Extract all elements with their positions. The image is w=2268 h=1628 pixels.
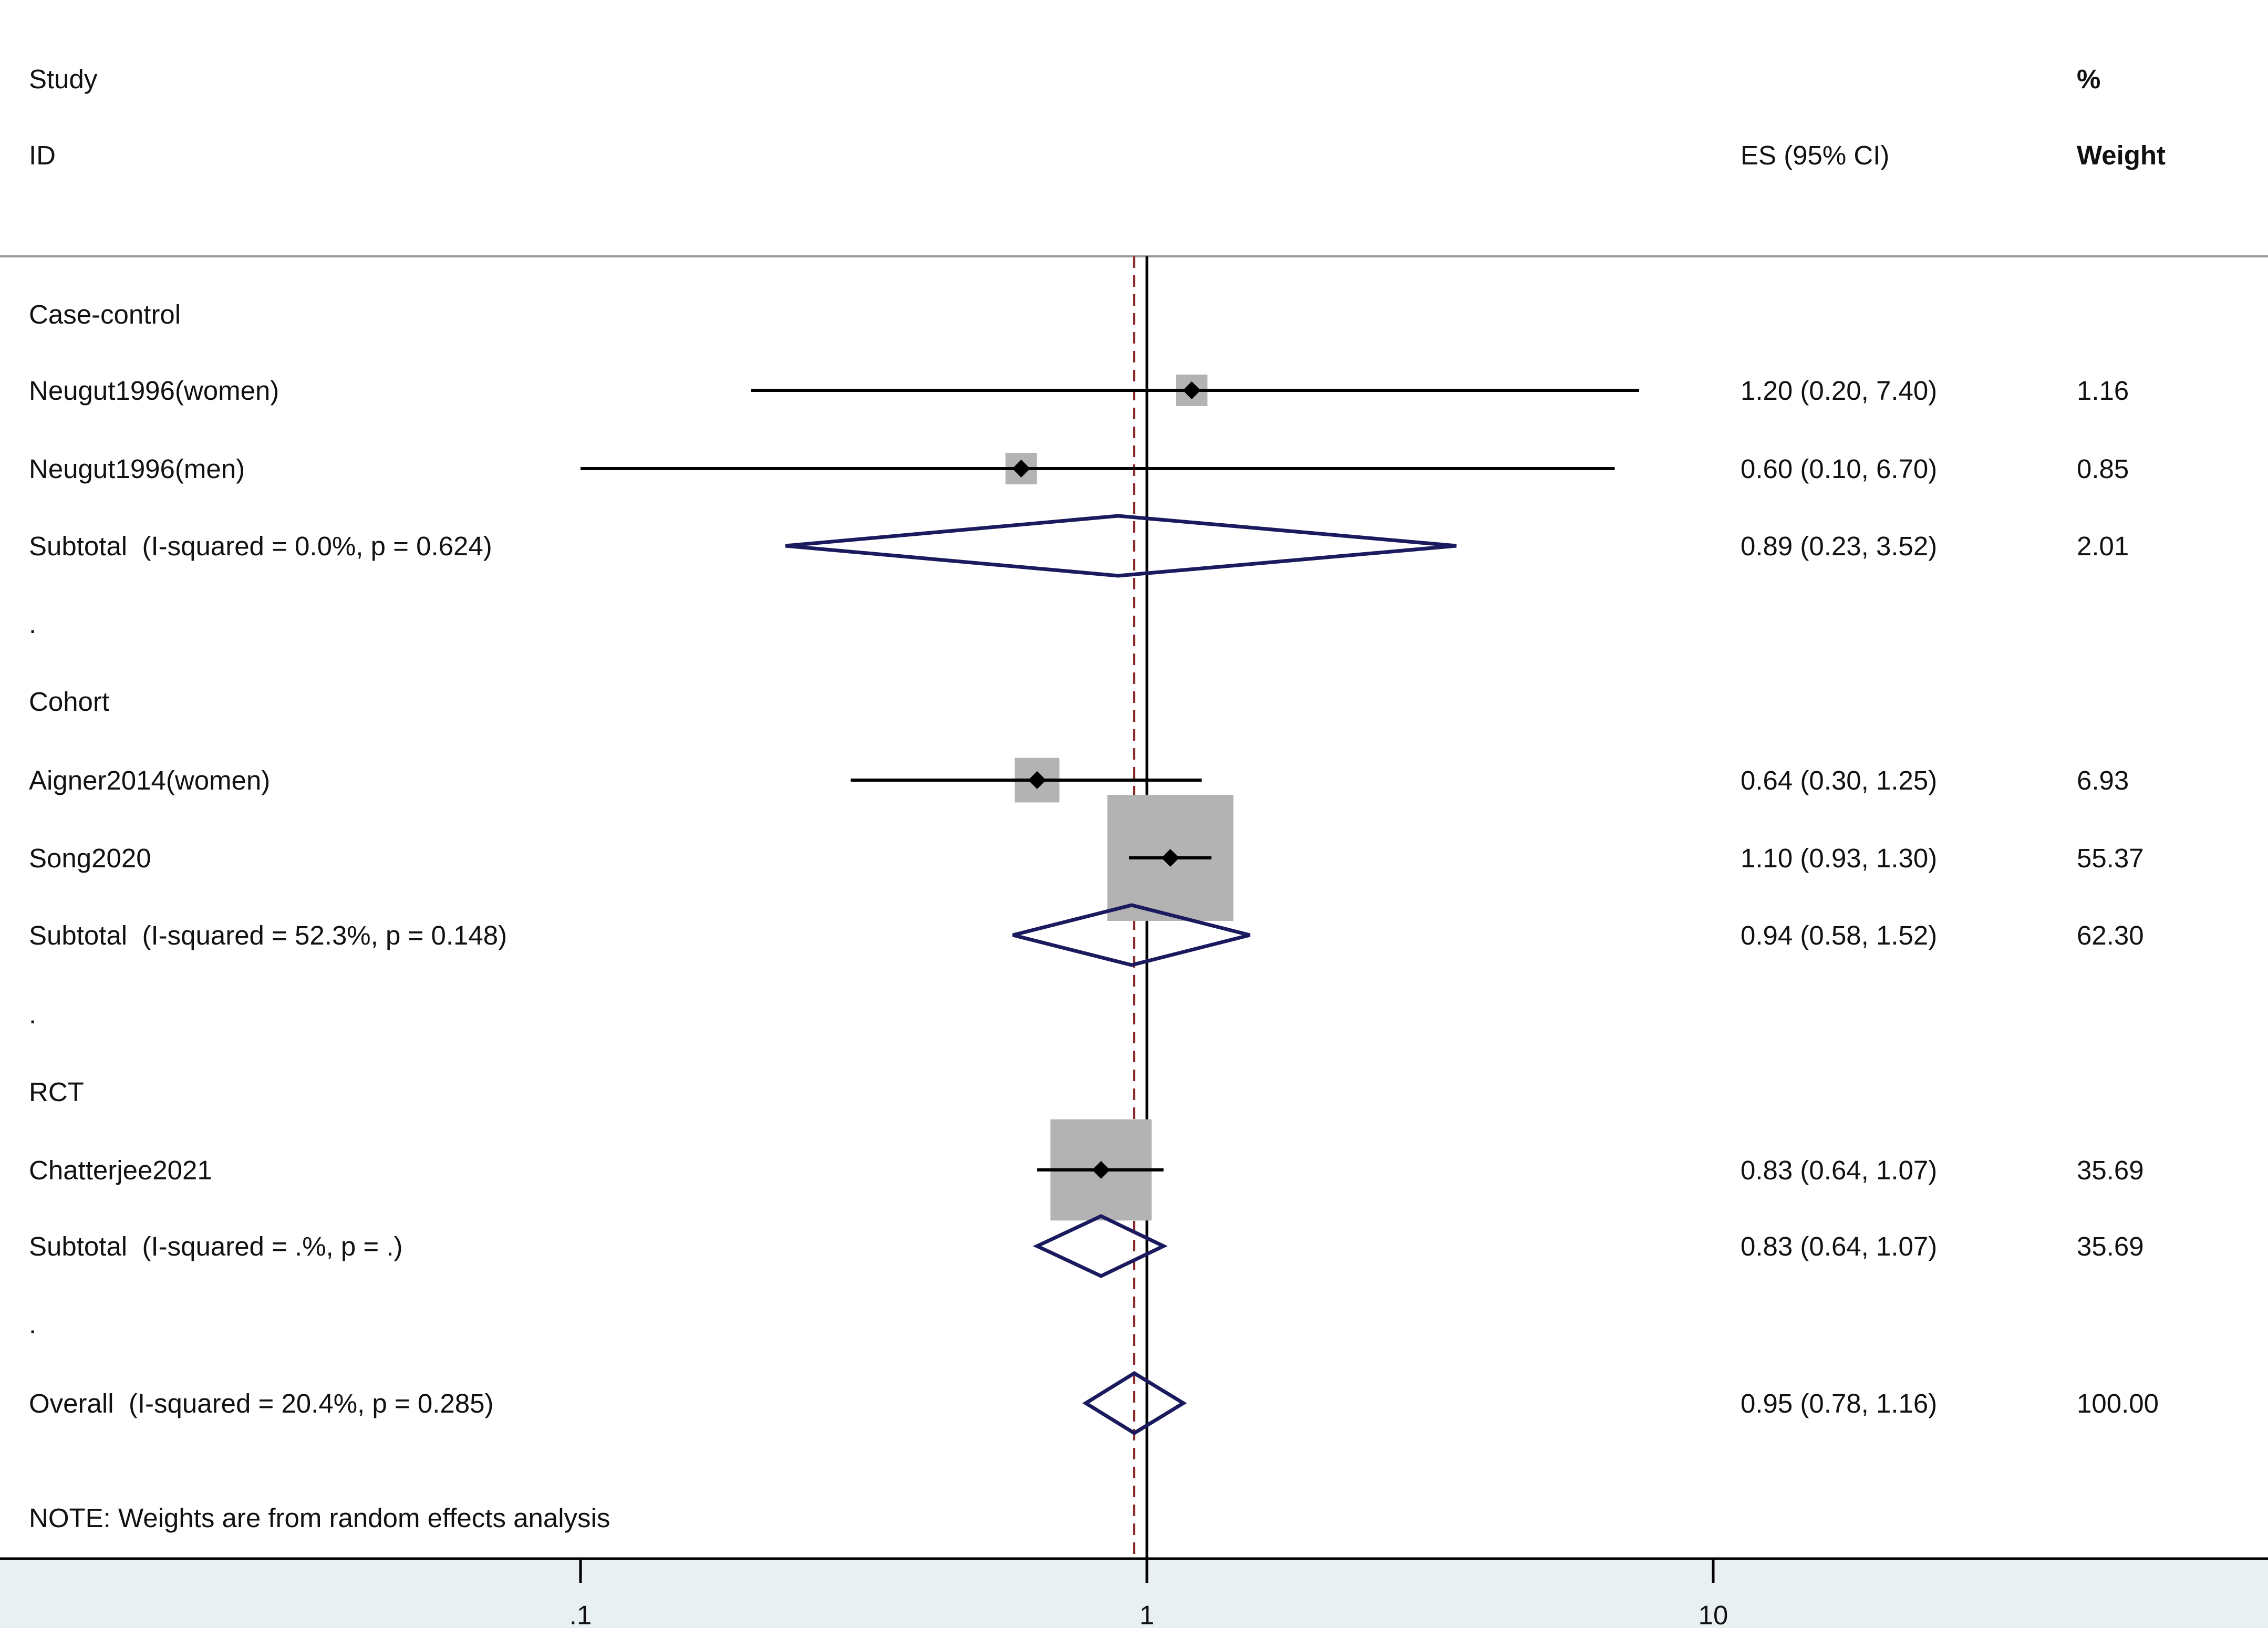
row-weight: 0.85 — [2077, 454, 2129, 484]
x-axis-band — [0, 1559, 2268, 1628]
row-es-ci: 0.83 (0.64, 1.07) — [1741, 1231, 1937, 1261]
subtotal-diamond — [1032, 1214, 1168, 1278]
point-estimate — [1092, 1161, 1110, 1179]
row-label: Neugut1996(men) — [29, 454, 245, 484]
row-label: Cohort — [29, 687, 109, 717]
point-estimate — [1028, 771, 1047, 789]
forest-row-group: RCT — [29, 1077, 84, 1107]
x-axis: .1 1 10 — [0, 1557, 2268, 1628]
row-weight: 55.37 — [2077, 843, 2144, 873]
forest-row-subtotal: Subtotal (I-squared = 0.0%, p = 0.624) 0.… — [29, 514, 2129, 578]
row-es-ci: 0.64 (0.30, 1.25) — [1741, 765, 1937, 795]
row-es-ci: 0.94 (0.58, 1.52) — [1741, 920, 1937, 950]
point-estimate — [1183, 381, 1201, 399]
row-weight: 2.01 — [2077, 531, 2129, 561]
row-es-ci: 0.60 (0.10, 6.70) — [1741, 454, 1937, 484]
row-label: Subtotal (I-squared = 0.0%, p = 0.624) — [29, 531, 492, 561]
forest-row-subtotal: Subtotal (I-squared = 52.3%, p = 0.148) 0… — [29, 903, 2144, 967]
row-label: Subtotal (I-squared = 52.3%, p = 0.148) — [29, 920, 507, 950]
forest-row-study: Neugut1996(men) 0.60 (0.10, 6.70) 0.85 — [29, 453, 2129, 484]
forest-row-group: Case-control — [29, 299, 181, 329]
row-es-ci: 1.10 (0.93, 1.30) — [1741, 843, 1937, 873]
header-weight: Weight — [2077, 140, 2166, 170]
x-tick-label: 10 — [1699, 1600, 1728, 1628]
forest-row-group: Cohort — [29, 687, 109, 717]
forest-row-study: Song2020 1.10 (0.93, 1.30) 55.37 — [29, 795, 2144, 921]
row-label: RCT — [29, 1077, 84, 1107]
row-label: . — [29, 609, 36, 639]
forest-row-spacer: . — [29, 999, 36, 1029]
footnote: NOTE: Weights are from random effects an… — [29, 1503, 610, 1533]
row-label: Neugut1996(women) — [29, 376, 279, 406]
subtotal-diamond — [785, 514, 1457, 578]
row-label: . — [29, 1309, 36, 1339]
forest-row-subtotal: Subtotal (I-squared = .%, p = .) 0.83 (0.… — [29, 1214, 2144, 1278]
overall-diamond — [1082, 1371, 1187, 1436]
row-label: Overall (I-squared = 20.4%, p = 0.285) — [29, 1388, 493, 1418]
point-estimate — [1012, 460, 1030, 478]
row-label: Song2020 — [29, 843, 151, 873]
row-es-ci: 0.83 (0.64, 1.07) — [1741, 1155, 1937, 1185]
header-es-ci: ES (95% CI) — [1741, 140, 1889, 170]
row-label: Aigner2014(women) — [29, 765, 270, 795]
row-weight: 35.69 — [2077, 1155, 2144, 1185]
row-es-ci: 1.20 (0.20, 7.40) — [1741, 376, 1937, 406]
forest-row-spacer: . — [29, 1309, 36, 1339]
header-id: ID — [29, 140, 56, 170]
header-percent: % — [2077, 64, 2100, 94]
forest-row-study: Aigner2014(women) 0.64 (0.30, 1.25) 6.93 — [29, 758, 2129, 803]
header-study: Study — [29, 64, 98, 94]
row-label: Case-control — [29, 299, 181, 329]
row-es-ci: 0.89 (0.23, 3.52) — [1741, 531, 1937, 561]
row-weight: 100.00 — [2077, 1388, 2159, 1418]
forest-row-study: Chatterjee2021 0.83 (0.64, 1.07) 35.69 — [29, 1119, 2144, 1221]
subtotal-diamond — [1012, 903, 1250, 967]
forest-row-spacer: . — [29, 609, 36, 639]
forest-row-overall: Overall (I-squared = 20.4%, p = 0.285) 0.… — [29, 1371, 2159, 1436]
x-tick-label: .1 — [569, 1600, 592, 1628]
point-estimate — [1161, 849, 1179, 867]
row-weight: 1.16 — [2077, 376, 2129, 406]
row-weight: 62.30 — [2077, 920, 2144, 950]
row-es-ci: 0.95 (0.78, 1.16) — [1741, 1388, 1937, 1418]
row-label: Chatterjee2021 — [29, 1155, 212, 1185]
row-label: . — [29, 999, 36, 1029]
row-weight: 35.69 — [2077, 1231, 2144, 1261]
x-tick-label: 1 — [1140, 1600, 1154, 1628]
row-label: Subtotal (I-squared = .%, p = .) — [29, 1231, 403, 1261]
forest-row-study: Neugut1996(women) 1.20 (0.20, 7.40) 1.16 — [29, 375, 2129, 406]
row-weight: 6.93 — [2077, 765, 2129, 795]
